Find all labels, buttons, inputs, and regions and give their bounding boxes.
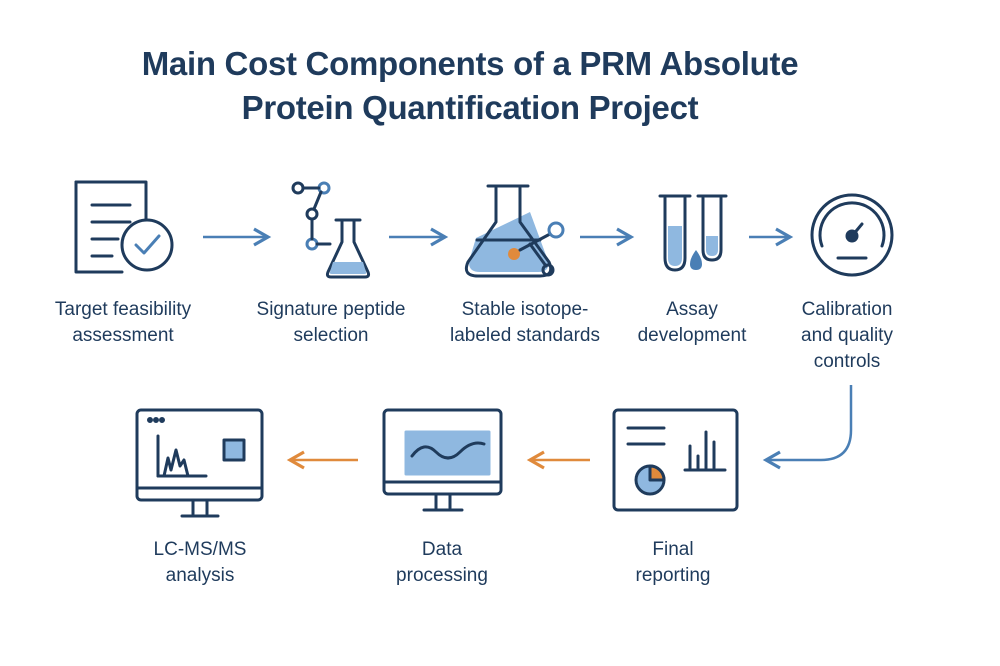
gauge-icon bbox=[810, 193, 894, 277]
monitor-waveform-icon bbox=[382, 408, 503, 512]
step-label-final-reporting: Final reporting bbox=[635, 539, 711, 586]
test-tubes-icon bbox=[658, 194, 728, 272]
checklist-document-icon bbox=[74, 180, 174, 274]
ms-spectrum-monitor-icon bbox=[135, 408, 264, 518]
step-label-stable-isotope: Stable isotope- labeled standards bbox=[450, 299, 600, 346]
step-label-calibration: Calibration and quality controls bbox=[801, 299, 893, 372]
peptide-flask-icon bbox=[291, 181, 371, 279]
arrow-5-to-6 bbox=[762, 385, 853, 470]
title-line-1: Main Cost Components of a PRM Absolute bbox=[141, 45, 799, 82]
erlenmeyer-flask-icon bbox=[464, 184, 565, 278]
report-chart-icon bbox=[612, 408, 739, 512]
page-title: Main Cost Components of a PRM Absolute P… bbox=[0, 42, 940, 130]
step-label-data-processing: Data processing bbox=[396, 539, 488, 586]
step-label-assay-development: Assay development bbox=[637, 299, 747, 346]
step-label-lc-ms-analysis: LC-MS/MS analysis bbox=[153, 539, 247, 586]
step-label-target-feasibility: Target feasibility assessment bbox=[54, 299, 192, 346]
step-label-signature-peptide: Signature peptide selection bbox=[256, 299, 406, 346]
title-line-2: Protein Quantification Project bbox=[241, 89, 699, 126]
